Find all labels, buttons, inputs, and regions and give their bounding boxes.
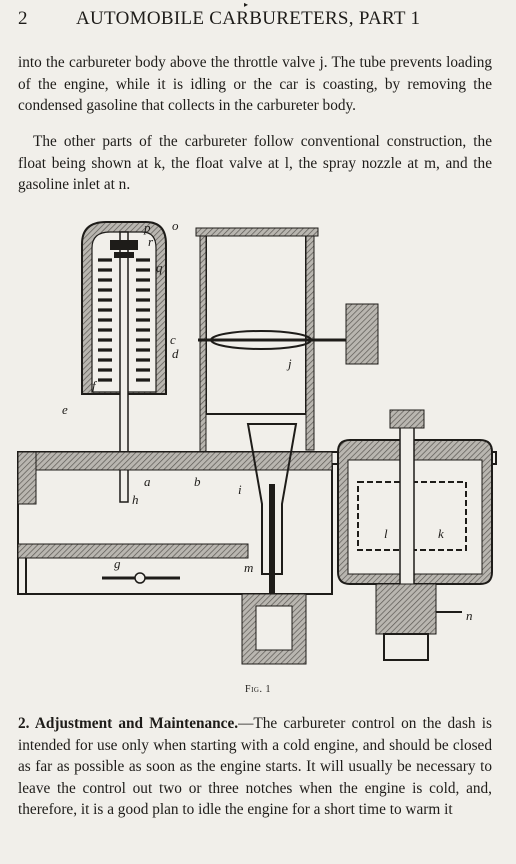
venturi <box>246 423 298 575</box>
paragraph-2: The other parts of the carbureter follow… <box>18 131 492 196</box>
page-number: 2 <box>18 8 28 29</box>
label-o: o <box>172 218 179 233</box>
label-e: e <box>62 402 68 417</box>
label-l: l <box>384 526 388 541</box>
paragraph-2-text: The other parts of the carbureter follow… <box>18 133 492 193</box>
paragraph-1-text: into the carbureter body above the throt… <box>18 54 492 114</box>
printer-mark: ▸ <box>244 0 249 9</box>
label-m: m <box>244 560 253 575</box>
running-title: AUTOMOBILE CARBURETERS, PART 1 <box>76 8 421 29</box>
spray-nozzle <box>269 484 275 604</box>
label-h: h <box>132 492 139 507</box>
paragraph-1: into the carbureter body above the throt… <box>18 52 492 117</box>
label-f: f <box>92 378 98 393</box>
label-b: b <box>194 474 201 489</box>
section-heading: 2. Adjustment and Maintenance. <box>18 715 239 732</box>
label-p: p <box>143 220 151 235</box>
air-intake <box>205 233 307 415</box>
section-body: —The carbureter control on the dash is i… <box>18 715 492 818</box>
label-d: d <box>172 346 179 361</box>
label-g: g <box>114 556 121 571</box>
label-c: c <box>170 332 176 347</box>
label-q: q <box>156 260 163 275</box>
label-n: n <box>466 608 473 623</box>
section-2: 2. Adjustment and Maintenance.—The carbu… <box>18 713 492 821</box>
label-j: j <box>286 356 292 371</box>
carbureter-diagram: p o r q c d f e j a b h i l k g m n <box>17 218 497 665</box>
label-i: i <box>238 482 242 497</box>
throttle-valve <box>210 330 312 350</box>
spring-coils <box>98 258 150 382</box>
valve-stem <box>119 231 129 503</box>
label-k: k <box>438 526 444 541</box>
label-r: r <box>148 234 154 249</box>
label-a: a <box>144 474 151 489</box>
figure-caption: Fig. 1 <box>245 684 271 695</box>
